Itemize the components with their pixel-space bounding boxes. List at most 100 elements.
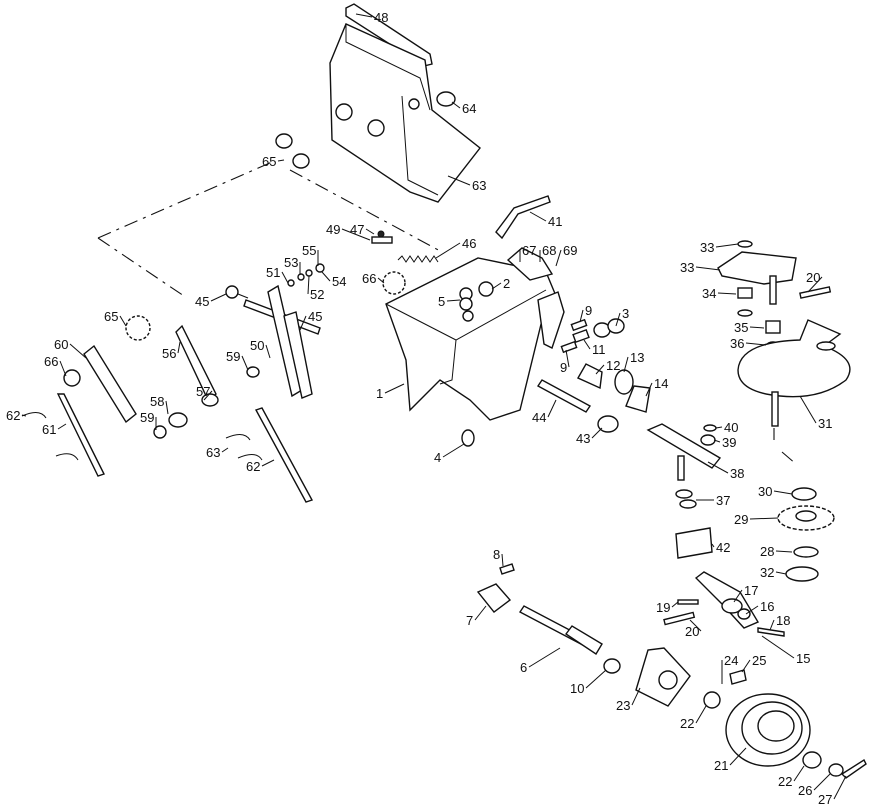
callout-26: 26 bbox=[798, 783, 812, 798]
callout-9: 9 bbox=[585, 303, 592, 318]
callout-27: 27 bbox=[818, 792, 832, 807]
leader-line-21 bbox=[729, 747, 747, 766]
leader-line-43 bbox=[591, 427, 603, 439]
part-65-bushing-c bbox=[292, 153, 310, 169]
part-39-post bbox=[677, 455, 685, 481]
leader-line-20 bbox=[689, 619, 702, 632]
callout-33: 33 bbox=[680, 260, 694, 275]
leader-line-45 bbox=[210, 293, 227, 302]
part-6-spline bbox=[564, 625, 603, 655]
leader-line-42 bbox=[711, 543, 715, 548]
callout-40: 40 bbox=[724, 420, 738, 435]
callout-38: 38 bbox=[730, 466, 744, 481]
part-59-spring bbox=[168, 412, 188, 428]
part-36-bushing bbox=[765, 320, 781, 334]
callout-15: 15 bbox=[796, 651, 810, 666]
part-59-bushing-a bbox=[246, 366, 260, 378]
callout-59: 59 bbox=[226, 349, 240, 364]
part-65-bushing-a bbox=[436, 91, 456, 107]
leader-line-40 bbox=[715, 426, 723, 429]
callout-30: 30 bbox=[758, 484, 772, 499]
part-4-bushing bbox=[461, 429, 475, 447]
leader-line-57 bbox=[203, 390, 213, 401]
leader-line-6 bbox=[528, 647, 561, 668]
callout-66: 66 bbox=[44, 354, 58, 369]
part-33-washer-b bbox=[737, 309, 753, 317]
callout-1: 1 bbox=[376, 386, 383, 401]
part-20-spring-b bbox=[663, 611, 696, 626]
callout-42: 42 bbox=[716, 540, 730, 555]
part-19-pin bbox=[677, 599, 699, 605]
callout-4: 4 bbox=[434, 450, 441, 465]
part-64-chute-plate bbox=[329, 23, 481, 203]
leader-line-12 bbox=[595, 364, 605, 375]
callout-67: 67 bbox=[522, 243, 536, 258]
part-35-bushing bbox=[737, 287, 753, 299]
leader-line-65 bbox=[277, 159, 285, 162]
part-9-pin-b bbox=[560, 340, 578, 354]
leader-line-64 bbox=[451, 101, 461, 109]
callout-60: 60 bbox=[54, 337, 68, 352]
callout-57: 57 bbox=[196, 384, 210, 399]
part-33-washer-a bbox=[737, 240, 753, 248]
leader-line-69 bbox=[555, 249, 562, 267]
callout-45: 45 bbox=[195, 294, 209, 309]
callout-19: 19 bbox=[656, 600, 670, 615]
leader-line-52 bbox=[307, 275, 310, 295]
part-61-lever bbox=[83, 344, 137, 424]
part-62-rod-a bbox=[56, 393, 105, 477]
part-45-shaft bbox=[536, 379, 592, 413]
callout-63: 63 bbox=[472, 178, 486, 193]
leader-line-51 bbox=[281, 271, 289, 284]
leader-line-63 bbox=[221, 447, 229, 453]
callout-58: 58 bbox=[150, 394, 164, 409]
leader-line-62 bbox=[261, 459, 275, 467]
leader-line-15 bbox=[761, 635, 795, 659]
leader-line-48 bbox=[355, 13, 373, 18]
part-41-washer bbox=[703, 424, 717, 432]
callout-41: 41 bbox=[548, 214, 562, 229]
leader-line-11 bbox=[583, 339, 591, 350]
callout-36: 36 bbox=[730, 336, 744, 351]
callout-65: 65 bbox=[262, 154, 276, 169]
part-16-bushing bbox=[737, 608, 751, 620]
leader-line-39 bbox=[713, 439, 721, 443]
part-18-bolt bbox=[757, 627, 785, 637]
leader-line-22 bbox=[793, 765, 805, 782]
leader-line-27 bbox=[833, 775, 847, 800]
leader-line-25 bbox=[741, 659, 751, 673]
leader-line-8 bbox=[501, 553, 504, 567]
callout-20: 20 bbox=[806, 270, 820, 285]
leader-line-63 bbox=[447, 175, 471, 186]
part-38-washer-a bbox=[675, 489, 693, 499]
connection-line-b bbox=[97, 237, 185, 297]
part-64-bolt-a bbox=[335, 103, 353, 121]
part-23-hub bbox=[658, 670, 678, 690]
part-1-main-frame bbox=[385, 257, 557, 421]
part-64-bolt-c bbox=[408, 98, 420, 110]
part-66-sprocket-a bbox=[382, 271, 406, 295]
callout-62: 62 bbox=[6, 408, 20, 423]
part-20-spring-a bbox=[799, 286, 832, 299]
connection-line-d bbox=[781, 451, 797, 465]
callout-31: 31 bbox=[818, 416, 832, 431]
leader-line-62 bbox=[21, 414, 27, 417]
callout-61: 61 bbox=[42, 422, 56, 437]
part-29-hub bbox=[795, 510, 817, 522]
part-17-bushing bbox=[721, 598, 743, 614]
leader-line-13 bbox=[623, 356, 629, 373]
part-13-disc bbox=[614, 369, 634, 395]
callout-13: 13 bbox=[630, 350, 644, 365]
part-67-bushing bbox=[63, 369, 81, 387]
callout-21: 21 bbox=[714, 758, 728, 773]
leader-line-28 bbox=[775, 550, 793, 553]
part-26-washer bbox=[828, 763, 844, 777]
leader-line-9 bbox=[565, 349, 570, 368]
part-63-clip-c bbox=[225, 434, 251, 441]
callout-14: 14 bbox=[654, 376, 668, 391]
callout-22: 22 bbox=[778, 774, 792, 789]
leader-line-16 bbox=[745, 605, 759, 615]
part-31-hub bbox=[816, 341, 836, 351]
part-side-bracket bbox=[537, 291, 565, 349]
callout-69: 69 bbox=[563, 243, 577, 258]
